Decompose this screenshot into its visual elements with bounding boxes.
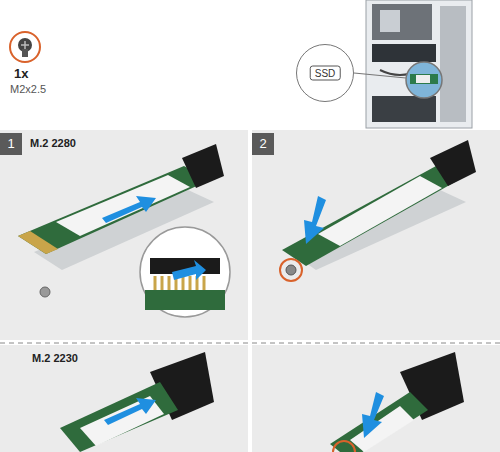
screw-size: M2x2.5 [10, 83, 46, 95]
lower-panel [0, 345, 248, 452]
lower-panel [252, 345, 500, 452]
leader-line [354, 73, 406, 78]
step-heading: M.2 2230 [32, 352, 78, 364]
step-number: 1 [0, 133, 22, 155]
screw-icon [10, 32, 40, 62]
quantity-label: 1x [14, 66, 28, 81]
separator-line [0, 343, 500, 344]
computer-tower [366, 0, 472, 128]
drive-label: SSD [310, 66, 341, 81]
callout-circle: SSD [296, 44, 354, 102]
step-heading: M.2 2280 [30, 137, 76, 149]
step-number: 2 [252, 133, 274, 155]
ssd-2230 [60, 352, 214, 452]
step-panel: 2 [252, 130, 500, 340]
ssd-2230-secured [330, 352, 464, 452]
step-panel: 1 M.2 2280 [0, 130, 248, 340]
